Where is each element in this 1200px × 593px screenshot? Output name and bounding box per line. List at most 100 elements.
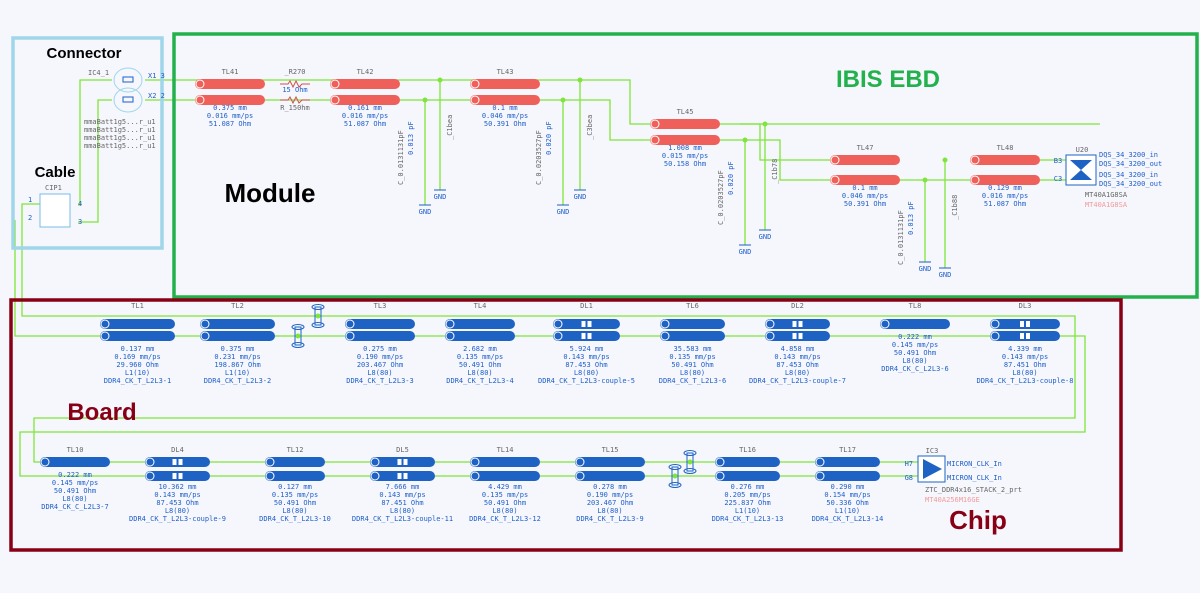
component-tl3[interactable] [345, 319, 415, 341]
component-tl14[interactable] [470, 457, 540, 481]
component-tl48[interactable] [970, 155, 1040, 185]
component-param: 87.453 Ohm [565, 361, 607, 369]
component-param: 29.960 Ohm [116, 361, 158, 369]
component-param: 0.222 mm [898, 333, 932, 341]
component-tl42[interactable] [330, 79, 400, 105]
component-dl5[interactable] [370, 457, 435, 481]
device-model: MT40A1G8SA [1085, 191, 1128, 199]
cap-value: C_0.0203527pF [717, 170, 725, 225]
wire [740, 123, 830, 161]
trace-segment [575, 457, 645, 467]
component-tl17[interactable] [815, 457, 880, 481]
via[interactable] [291, 324, 305, 348]
trace-segment [650, 135, 720, 145]
component-param: 0.375 mm [221, 345, 255, 353]
component-param: 50.491 Ohm [459, 361, 501, 369]
wire [21, 203, 40, 232]
connector-pin: X1 3 [148, 72, 165, 80]
component-param: 50.491 Ohm [894, 349, 936, 357]
connector-pin: X2 2 [148, 92, 165, 100]
component-dl2[interactable] [765, 319, 830, 341]
component-param: 0.1 mm [492, 104, 517, 112]
component-tl41[interactable] [195, 79, 265, 105]
component-param: 50.336 Ohm [826, 499, 868, 507]
component-ref: DL2 [791, 302, 804, 310]
component-param: 4.429 mm [488, 483, 522, 491]
component-dl4[interactable] [145, 457, 210, 481]
trace-segment [195, 79, 265, 89]
trace-segment [830, 155, 900, 165]
component-tl47[interactable] [830, 155, 900, 185]
cap-size: 0.020 pF [545, 121, 553, 155]
component-tl12[interactable] [265, 457, 325, 481]
component-param: 0.190 mm/ps [357, 353, 403, 361]
gnd-label: GND [574, 193, 587, 201]
component-tl6[interactable] [660, 319, 725, 341]
component-param: 0.135 mm/ps [457, 353, 503, 361]
component-ref: TL42 [357, 68, 374, 76]
cap-name: _C1b78 [771, 159, 779, 184]
component-tl45[interactable] [650, 119, 720, 145]
wire [21, 232, 1076, 463]
capacitor[interactable] [419, 77, 446, 206]
gnd-label: GND [434, 193, 447, 201]
resistor-icon [280, 95, 310, 105]
capacitor[interactable] [739, 121, 771, 246]
net-label: DQS_34_3200_in [1099, 171, 1158, 179]
component-tl10[interactable] [40, 457, 110, 467]
trace-segment [200, 319, 275, 329]
component-param: 0.046 mm/ps [482, 112, 528, 120]
component-param: L8(80) [902, 357, 927, 365]
cap-value: C_0.0131131pF [397, 130, 405, 185]
ic3-receiver[interactable] [917, 455, 946, 483]
component-param: L8(80) [785, 369, 810, 377]
net-label: DQS_34_3200_out [1099, 180, 1162, 188]
component-dl1[interactable] [553, 319, 620, 341]
cap-name: _C3bea [586, 115, 594, 140]
component-param: 51.087 Ohm [344, 120, 386, 128]
component-tl8[interactable] [880, 319, 950, 329]
connector-model: mmaBatt1g5...r_u1 [84, 126, 156, 134]
component-dl3[interactable] [990, 319, 1060, 341]
gnd-label: GND [739, 248, 752, 256]
component-param: 0.161 mm [348, 104, 382, 112]
trace-segment [330, 79, 400, 89]
via[interactable] [668, 464, 682, 488]
trace-segment [370, 457, 435, 467]
component-tl1[interactable] [100, 319, 175, 341]
component-param: 0.016 mm/ps [207, 112, 253, 120]
component-param: 0.127 mm [278, 483, 312, 491]
trace-segment [470, 79, 540, 89]
trace-segment [445, 331, 515, 341]
u20-memory-device[interactable] [1065, 154, 1097, 186]
component-param: L1(10) [835, 507, 860, 515]
net-label: DQS_34_3200_out [1099, 160, 1162, 168]
wire [78, 99, 112, 223]
via[interactable] [683, 450, 697, 474]
component-tl16[interactable] [715, 457, 780, 481]
pin-label: B3 [1054, 157, 1062, 165]
pin-label: H7 [905, 460, 913, 468]
component-param: 0.135 mm/ps [272, 491, 318, 499]
via[interactable] [311, 304, 325, 328]
trace-segment [445, 319, 515, 329]
resistor-r270[interactable] [280, 79, 310, 105]
capacitor[interactable] [557, 77, 586, 206]
gnd-label: GND [939, 271, 952, 279]
component-tl15[interactable] [575, 457, 645, 481]
trace-segment [265, 471, 325, 481]
component-param: 50.491 Ohm [484, 499, 526, 507]
chip-label: Chip [949, 505, 1007, 535]
component-param: 15 Ohm [282, 86, 307, 94]
component-tl4[interactable] [445, 319, 515, 341]
capacitor[interactable] [919, 157, 951, 269]
device-model: ZTC_DDR4x16_STACK_2_prt [925, 486, 1022, 494]
component-tl2[interactable] [200, 319, 275, 341]
cable-pin: 3 [78, 218, 82, 226]
component-param: 0.169 mm/ps [114, 353, 160, 361]
component-param: L8(80) [165, 507, 190, 515]
pin-label: C3 [1054, 175, 1062, 183]
component-tl43[interactable] [470, 79, 540, 105]
gnd-label: GND [419, 208, 432, 216]
component-param: 1.008 mm [668, 144, 702, 152]
